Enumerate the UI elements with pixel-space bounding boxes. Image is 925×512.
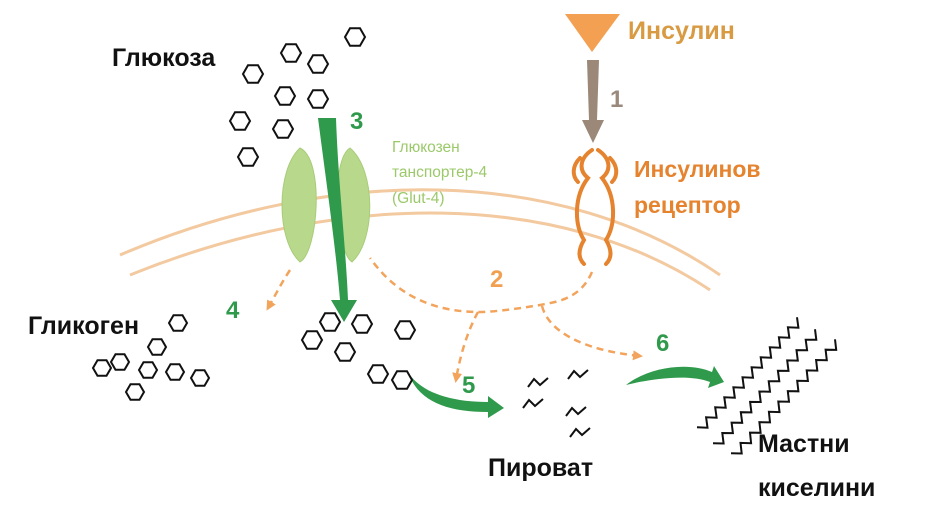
glucose-hexagon — [343, 27, 367, 47]
pyruvate-molecule — [567, 369, 589, 380]
glycogen-unit — [109, 353, 131, 371]
glucose-hexagon — [279, 43, 303, 63]
glycogen-unit — [137, 361, 159, 379]
step-5-label: 5 — [462, 372, 476, 399]
glucose-hexagon — [390, 370, 414, 390]
glucose-hexagon — [228, 111, 252, 131]
glucose-hexagon — [350, 314, 374, 334]
fatty-acid-chains — [696, 317, 838, 455]
glycogen-unit — [167, 314, 189, 332]
fatty-acids-label-line2: киселини — [758, 474, 876, 502]
glucose-hexagon — [241, 64, 265, 84]
glut4-label-line3: (Glut-4) — [392, 190, 445, 207]
step-1-label: 1 — [610, 86, 624, 113]
glucose-hexagon — [271, 119, 295, 139]
step-6-label: 6 — [656, 330, 670, 357]
glucose-hexagon — [393, 320, 417, 340]
insulin-receptor — [571, 148, 619, 266]
glucose-hexagon — [300, 330, 324, 350]
glut4-transporter — [281, 147, 371, 263]
insulin-receptor-label-line2: рецептор — [634, 192, 741, 218]
glycogen-unit — [146, 338, 168, 356]
glucose-label: Глюкоза — [112, 44, 216, 72]
fatty-acids-label-line1: Мастни — [758, 430, 850, 458]
pyruvate-molecule — [569, 427, 591, 438]
fatty-acid-chain — [696, 317, 800, 429]
insulin-label: Инсулин — [628, 17, 735, 45]
glycogen-molecule — [91, 314, 211, 401]
arrow-5-glycolysis — [408, 372, 504, 418]
glucose-hexagon — [236, 147, 260, 167]
step-2-label: 2 — [490, 266, 504, 293]
glucose-hexagon — [333, 342, 357, 362]
extracellular-glucose — [228, 27, 367, 167]
glucose-hexagon — [306, 89, 330, 109]
arrow-6-lipogenesis — [626, 366, 724, 388]
fatty-acid-chain — [712, 329, 818, 445]
glucose-hexagon — [273, 86, 297, 106]
pyruvate-molecule — [565, 406, 587, 417]
glut4-label-line1: Глюкозен — [392, 139, 460, 156]
glucose-hexagon — [318, 312, 342, 332]
step-4-label: 4 — [226, 297, 240, 324]
step-3-label: 3 — [350, 108, 364, 135]
glucose-hexagon — [306, 54, 330, 74]
arrow-1-insulin-binding — [582, 60, 604, 143]
insulin-receptor-label-line1: Инсулинов — [634, 156, 761, 182]
glycogen-unit — [189, 369, 211, 387]
pyruvate-molecules — [522, 369, 591, 438]
insulin-molecule — [565, 14, 620, 52]
signaling-pathways — [266, 257, 643, 383]
arrow-3-glucose-uptake — [318, 118, 357, 322]
glycogen-unit — [91, 359, 113, 377]
intracellular-glucose — [300, 312, 417, 390]
glut4-label-line2: танспортер-4 — [392, 164, 488, 181]
glycogen-label: Гликоген — [28, 312, 140, 340]
glycogen-unit — [124, 383, 146, 401]
pyruvate-label: Пироват — [488, 454, 594, 482]
fatty-acid-chain — [730, 339, 838, 455]
pyruvate-molecule — [527, 377, 549, 388]
cell-membrane — [119, 188, 721, 292]
pyruvate-molecule — [522, 398, 544, 409]
glycogen-unit — [164, 363, 186, 381]
glucose-hexagon — [366, 364, 390, 384]
